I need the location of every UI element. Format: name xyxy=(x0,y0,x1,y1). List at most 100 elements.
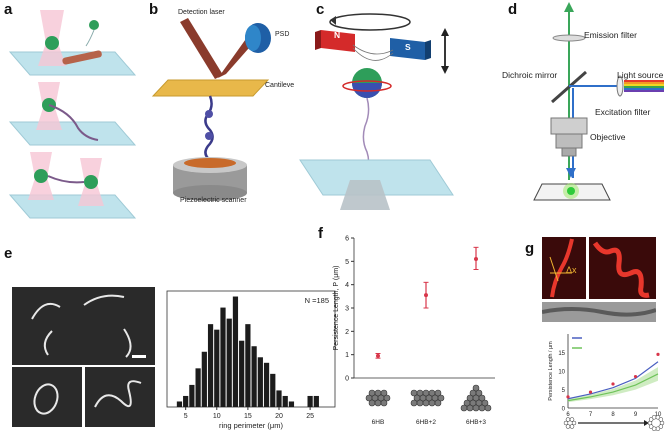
helix-circle xyxy=(571,420,577,426)
helix-circle xyxy=(434,399,442,407)
helix-circle xyxy=(648,417,654,422)
helix-circle xyxy=(569,424,575,429)
y-tick-label: 0 xyxy=(345,376,349,383)
rod xyxy=(62,50,102,65)
y-tick-label: 5 xyxy=(345,259,349,266)
helix-circle xyxy=(478,404,486,412)
panel-letter-b: b xyxy=(149,1,159,18)
cantilever xyxy=(151,79,270,97)
helix-circle xyxy=(434,389,442,397)
helix-circle xyxy=(475,389,483,397)
y-tick-label: 2 xyxy=(345,329,349,336)
histogram-bar xyxy=(276,390,282,407)
histogram-bar xyxy=(214,329,220,407)
helix-ring-icon xyxy=(647,415,665,431)
substrate-plane xyxy=(8,194,137,219)
histogram-bar xyxy=(201,351,207,407)
histogram-bar xyxy=(263,362,270,407)
micrograph-ring xyxy=(12,367,82,427)
reflected-laser-beam xyxy=(218,36,256,78)
histogram-bar xyxy=(239,340,245,407)
trap-beam xyxy=(38,43,66,66)
panel-a-optical-trap-illustration xyxy=(8,10,137,219)
histogram-bar xyxy=(313,395,319,407)
label-piezoelectric-scanner: Piezoelectric scanner xyxy=(180,197,247,204)
category-label: 6HB+2 xyxy=(416,419,436,426)
panel-letter-e: e xyxy=(4,245,13,262)
x-tick-label: 5 xyxy=(184,413,188,420)
y-tick-label: 4 xyxy=(345,282,349,289)
data-point xyxy=(424,293,428,298)
y-axis-label: Persistence Length, P (μm) xyxy=(333,266,340,351)
helix-circle xyxy=(472,404,480,412)
histogram-bar xyxy=(282,395,288,407)
helix-circle xyxy=(478,394,486,402)
plot-frame xyxy=(166,290,336,408)
sample-size-annotation: N =185 xyxy=(305,296,329,305)
magnet-north xyxy=(321,30,355,52)
histogram-bar xyxy=(183,395,189,407)
category-label: 6HB xyxy=(372,419,385,426)
helix-circle xyxy=(565,417,571,422)
helix-circle xyxy=(428,399,436,407)
label-excitation-filter: Excitation filter xyxy=(595,107,651,117)
fluorescence-image-2 xyxy=(589,237,656,299)
category-label: 6HB+3 xyxy=(466,419,486,426)
histogram-bar xyxy=(307,395,313,407)
histogram-bar xyxy=(270,373,276,407)
data-point xyxy=(656,352,660,356)
y-tick-label: 10 xyxy=(558,370,565,376)
histogram-bar xyxy=(176,401,183,407)
molecule-tether xyxy=(204,95,214,161)
panel-letter-a: a xyxy=(4,1,13,18)
helix-circle xyxy=(569,417,575,422)
x-tick-label: 6 xyxy=(566,412,570,418)
histogram-bar xyxy=(245,324,251,407)
helix-circle xyxy=(658,417,664,422)
fluorescent-sample xyxy=(567,187,575,195)
arrow-head xyxy=(644,420,649,426)
x-tick-label: 20 xyxy=(275,413,283,420)
emission-filter xyxy=(552,34,586,42)
fluorescence-image-1 xyxy=(542,237,586,299)
panel-letter-d: d xyxy=(508,1,518,18)
label-south: S xyxy=(405,42,411,52)
histogram-bar xyxy=(288,401,295,407)
series-line xyxy=(567,361,659,400)
objective xyxy=(550,117,588,135)
helix-circle xyxy=(466,404,474,412)
helix-bundle-icon xyxy=(410,389,445,407)
histogram-bar xyxy=(220,307,226,407)
helix-circle xyxy=(481,399,489,407)
y-tick-label: 1 xyxy=(345,352,349,359)
data-point xyxy=(611,382,615,386)
helix-circle xyxy=(383,394,391,402)
panel-c-magnetic-tweezers-illustration xyxy=(299,13,454,210)
label-psd: PSD xyxy=(275,31,290,38)
histogram-bar xyxy=(251,346,257,407)
scale-bar xyxy=(132,355,146,358)
helix-circle xyxy=(651,415,657,420)
helix-circle xyxy=(651,426,657,431)
helix-bundle-icon xyxy=(460,384,492,412)
helix-circle xyxy=(658,424,664,429)
x-tick-label: 9 xyxy=(634,412,638,418)
histogram-bar xyxy=(257,357,263,407)
dna-tether xyxy=(47,175,85,184)
helix-circle xyxy=(416,399,424,407)
y-tick-label: 5 xyxy=(562,388,566,394)
label-light-source: Light source xyxy=(617,70,664,80)
y-axis-label: Persistence Length / μm xyxy=(548,341,554,401)
helix-circle xyxy=(374,399,382,407)
histogram-bar xyxy=(195,368,201,407)
label-delta-x: Δx xyxy=(566,265,577,275)
x-tick-label: 10 xyxy=(655,412,662,418)
data-point xyxy=(566,395,570,399)
substrate-plane xyxy=(299,159,454,196)
helix-circle xyxy=(380,389,388,397)
tem-image xyxy=(541,302,657,322)
bead xyxy=(89,20,99,30)
substrate-plane xyxy=(8,51,137,76)
